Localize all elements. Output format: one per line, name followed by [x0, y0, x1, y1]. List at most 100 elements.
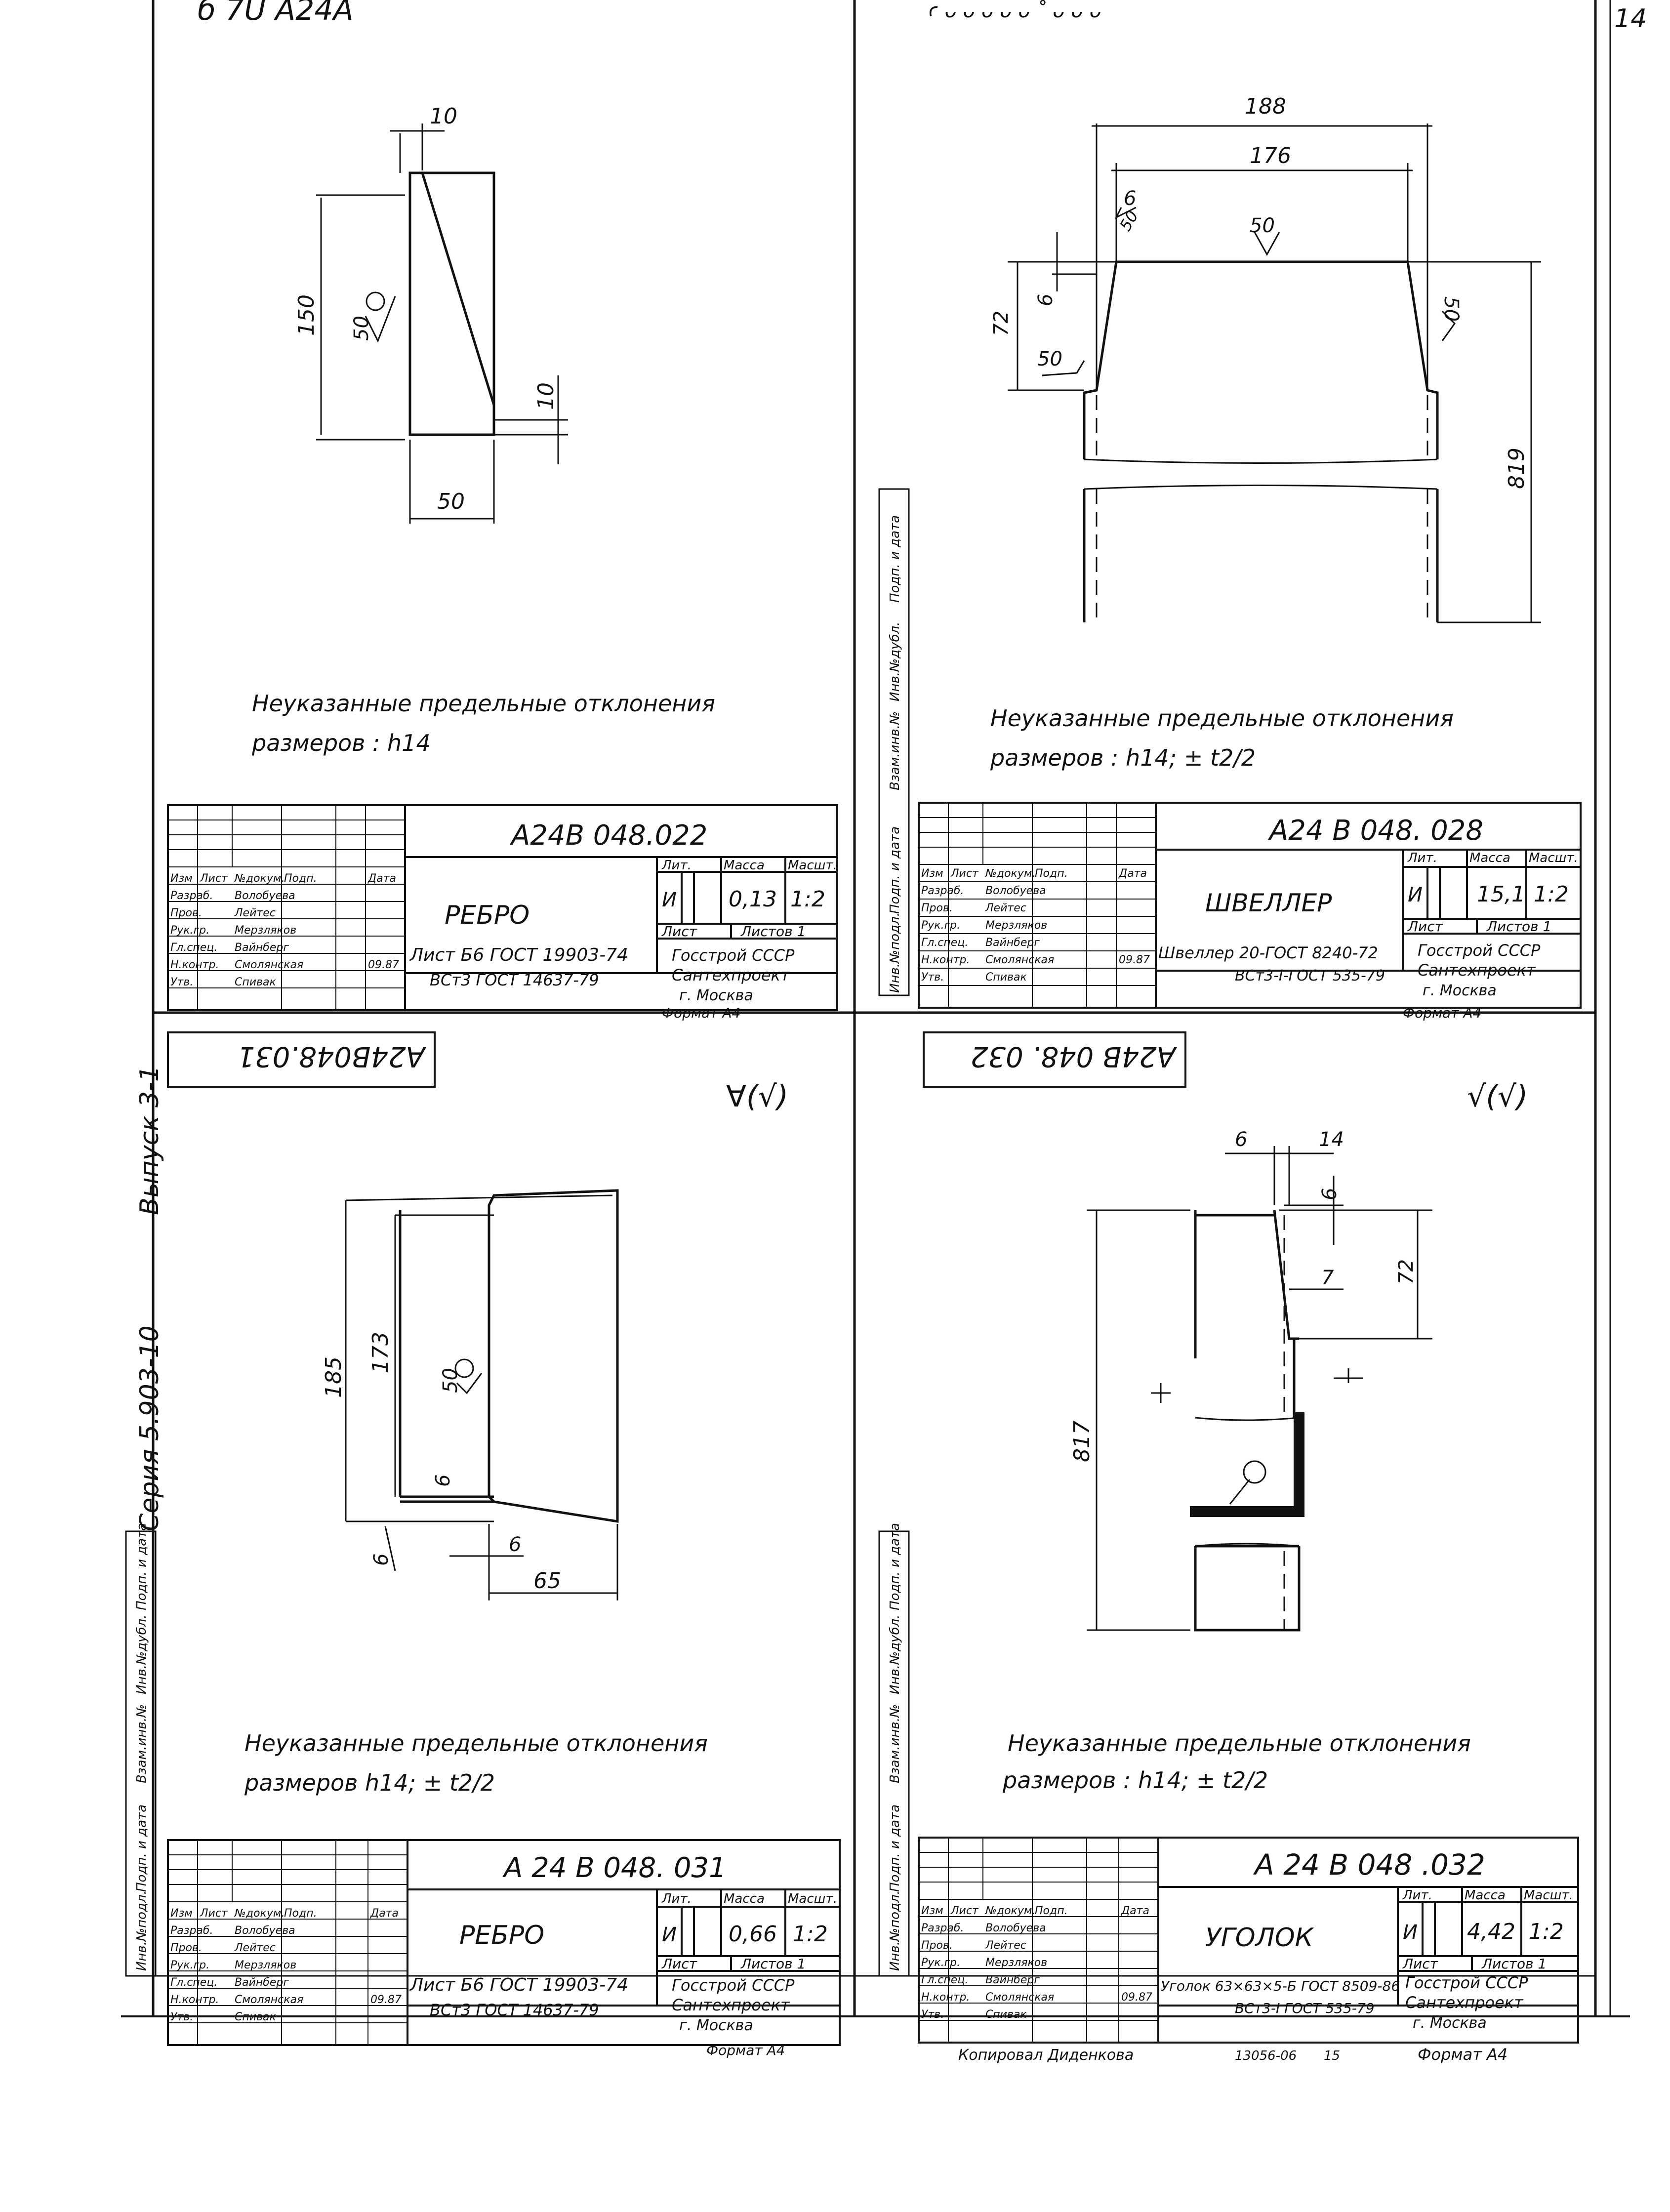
- hdr-lit-q1: Лит.: [661, 858, 692, 873]
- side-label-q4-1: Подп. и дата: [888, 1804, 902, 1892]
- sheet-q4: Лист: [1402, 1956, 1438, 1972]
- role-q1-0: Разраб.: [170, 890, 213, 902]
- sheets-q2: Листов 1: [1486, 918, 1551, 935]
- role-q3-3: Гл.спец.: [170, 1976, 217, 1989]
- name-q4-4: Смолянская: [985, 1991, 1054, 2004]
- mass-q4: 4,42: [1467, 1919, 1515, 1944]
- role-q1-1: Пров.: [170, 907, 202, 919]
- side-label-q3-4: Подп. и дата: [134, 1523, 149, 1610]
- dim-q3-173: 173: [368, 1332, 393, 1373]
- org1-q1: Госстрой СССР: [672, 946, 795, 965]
- hdr-data-q3: Дата: [370, 1907, 399, 1920]
- name-q3-1: Лейтес: [234, 1942, 276, 1954]
- note-q3-line2: размеров h14; ± t2/2: [244, 1769, 495, 1796]
- org2-q3: Сантехпроект: [672, 1996, 790, 2014]
- name-q3-0: Волобуева: [235, 1925, 295, 1937]
- side-label-q2-4: Подп. и дата: [888, 515, 902, 603]
- role-q1-3: Гл.спец.: [170, 942, 217, 954]
- dim-q2-188: 188: [1245, 94, 1286, 119]
- scale-q4: 1:2: [1529, 1919, 1564, 1944]
- dim-q2-819: 819: [1504, 448, 1529, 489]
- material1-q2: Швеллер 20-ГОСТ 8240-72: [1158, 943, 1378, 962]
- hdr-podp-q1: Подп.: [284, 872, 317, 885]
- side-label-q3-0: Инв.№подл.: [134, 1890, 149, 1971]
- lit-q1: И: [662, 889, 677, 911]
- name-q3-2: Мерзляков: [235, 1959, 296, 1971]
- role-q1-4: Н.контр.: [170, 959, 219, 971]
- side-labels-q3: Инв.№подл. Подп. и дата Взам.инв.№ Инв.№…: [125, 1523, 157, 1977]
- mass-q2: 15,1: [1477, 882, 1525, 907]
- code-q4: A 24 B 048 .032: [1253, 1848, 1485, 1882]
- title-block-q4: A 24 B 048 .032 УГОЛОК Лит. Масса Масшт.…: [918, 1837, 1579, 2044]
- hdr-podp-q2: Подп.: [1035, 867, 1068, 880]
- hdr-list-q4: Лист: [950, 1905, 979, 1917]
- material2-q3: ВСт3 ГОСТ 14637-79: [430, 2001, 599, 2019]
- side-label-q2-3: Инв.№дубл.: [888, 622, 902, 701]
- role-q3-2: Рук.гр.: [170, 1959, 209, 1971]
- name-q2-1: Лейтес: [985, 902, 1026, 914]
- name-q4-1: Лейтес: [985, 1939, 1026, 1952]
- dim-q1-50: 50: [437, 489, 465, 514]
- name-q3-4: Смолянская: [235, 1994, 303, 2006]
- org2-q4: Сантехпроект: [1405, 1993, 1524, 2012]
- org2-q2: Сантехпроект: [1418, 961, 1536, 980]
- role-q3-4: Н.контр.: [170, 1994, 219, 2006]
- side-labels-q2: Инв.№подл. Подп. и дата Взам.инв.№ Инв.№…: [878, 488, 910, 996]
- role-q4-0: Разраб.: [921, 1922, 964, 1934]
- drawing-q3: A24B048.031 ∀(√) 185 173 50 6 6 6 65: [167, 1031, 788, 1796]
- name-q4: УГОЛОК: [1205, 1923, 1314, 1953]
- scale-q1: 1:2: [790, 887, 825, 912]
- role-q3-0: Разраб.: [170, 1925, 213, 1937]
- hdr-data-q2: Дата: [1118, 867, 1147, 880]
- role-q4-1: Пров.: [921, 1939, 953, 1952]
- name-q1-1: Лейтес: [234, 907, 276, 919]
- dim-q2-176: 176: [1250, 143, 1291, 168]
- role-q2-5: Утв.: [921, 971, 944, 983]
- dim-q4-72: 72: [1395, 1259, 1418, 1284]
- side-label-q2-1: Подп. и дата: [888, 826, 902, 914]
- name-q4-5: Спивак: [985, 2008, 1027, 2021]
- frame-mark-q2: ꜥ ᴗ ᴗ ᴗ ᴗ ᴗ ˚ ᴗ ᴗ ᴗ: [929, 0, 1101, 22]
- material1-q3: Лист Б6 ГОСТ 19903-74: [409, 1975, 628, 1995]
- code-q1: A24B 048.022: [510, 819, 707, 852]
- hdr-data-q1: Дата: [367, 872, 396, 885]
- title-block-q3: A 24 B 048. 031 РЕБРО Лит. Масса Масшт. …: [167, 1839, 841, 2058]
- footer-code: 13056-06: [1235, 2048, 1297, 2063]
- org3-q1: г. Москва: [679, 987, 753, 1004]
- role-q2-4: Н.контр.: [921, 954, 970, 966]
- org2-q1: Сантехпроект: [672, 966, 790, 984]
- name-q1: РЕБРО: [445, 901, 530, 930]
- org3-q3: г. Москва: [679, 2017, 753, 2034]
- sheets-q3: Листов 1: [740, 1956, 806, 1972]
- dim-q2-6-top: 6: [1124, 187, 1136, 210]
- org3-q4: г. Москва: [1413, 2014, 1487, 2032]
- sheets-q4: Листов 1: [1481, 1956, 1547, 1972]
- hdr-list-q3: Лист: [200, 1907, 228, 1920]
- sheet-q3: Лист: [661, 1956, 697, 1972]
- role-q2-3: Гл.спец.: [921, 937, 968, 949]
- title-block-q2: A24 B 048. 028 ШВЕЛЛЕР Лит. Масса Масшт.…: [918, 802, 1582, 1021]
- hdr-izm-q1: Изм: [170, 872, 193, 885]
- role-q2-2: Рук.гр.: [921, 919, 960, 932]
- name-q1-4: Смолянская: [235, 959, 303, 971]
- format-q1: Формат А4: [662, 1005, 740, 1021]
- lit-q2: И: [1408, 884, 1423, 906]
- side-label-q3-1: Подп. и дата: [134, 1804, 149, 1892]
- org1-q3: Госстрой СССР: [672, 1976, 795, 1995]
- name-q3-3: Вайнберг: [235, 1976, 289, 1989]
- side-label-q2-2: Взам.инв.№: [888, 711, 902, 790]
- scale-q2: 1:2: [1534, 882, 1569, 907]
- hdr-massa-q1: Масса: [724, 858, 765, 873]
- hdr-masht-q1: Масшт.: [788, 858, 837, 873]
- code-q3: A 24 B 048. 031: [502, 1852, 727, 1884]
- date-q3: 09.87: [370, 1994, 402, 2006]
- issue-label: Выпуск 3-1: [135, 1065, 164, 1215]
- dim-q3-6-c: 6: [509, 1533, 521, 1556]
- role-q1-5: Утв.: [170, 976, 193, 988]
- note-q4-line1: Неуказанные предельные отклонения: [1008, 1730, 1471, 1757]
- hdr-podp-q3: Подп.: [284, 1907, 317, 1920]
- hdr-masht-q4: Масшт.: [1524, 1888, 1573, 1903]
- dim-q3-6-b: 6: [370, 1554, 393, 1566]
- org1-q4: Госстрой СССР: [1405, 1973, 1528, 1992]
